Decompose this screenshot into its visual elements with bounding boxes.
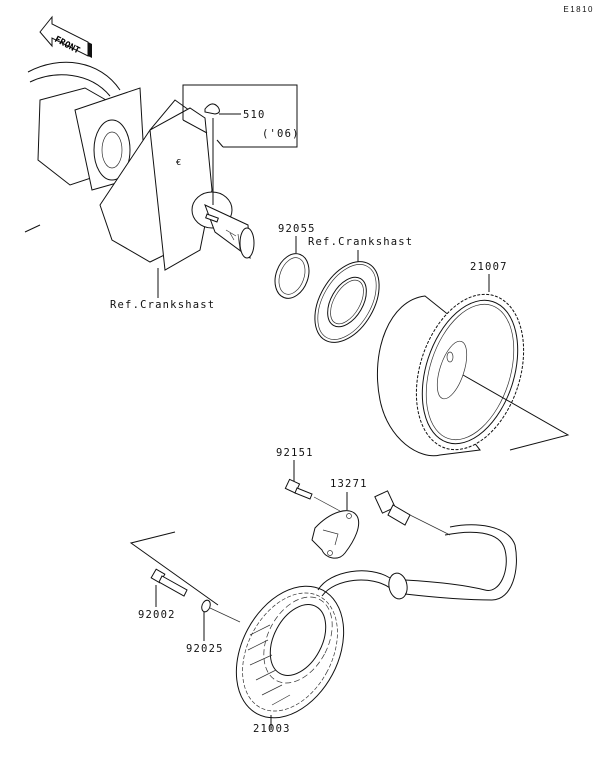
callout-ref-crankshaft-seal: Ref.Crankshast (308, 236, 414, 248)
washer-92025 (201, 599, 241, 641)
bolt-92151 (284, 460, 341, 512)
woodruff-key (204, 103, 220, 115)
callout-92151: 92151 (276, 447, 314, 459)
front-arrow-icon: FRONT (39, 15, 92, 58)
bolt-92002 (150, 568, 188, 607)
callout-510-note: ('06) (262, 128, 300, 140)
callout-ref-crankshaft: Ref.Crankshast (110, 299, 216, 311)
callout-92025: 92025 (186, 643, 224, 655)
key-510-box (182, 84, 298, 205)
callout-510: 510 (243, 109, 266, 121)
callout-92002: 92002 (138, 609, 176, 621)
callout-21007: 21007 (470, 261, 508, 273)
callout-92055: 92055 (278, 223, 316, 235)
plate-13271 (311, 492, 360, 559)
o-ring-92055 (274, 236, 310, 299)
callout-13271: 13271 (330, 478, 368, 490)
assembly-guide-line (129, 531, 219, 606)
rotor-21007 (376, 274, 570, 457)
stator-21003 (235, 490, 517, 730)
diagram-code: E1810 (563, 5, 594, 14)
callout-21003: 21003 (253, 723, 291, 735)
oil-seal (314, 250, 380, 343)
crankshaft: € (24, 61, 255, 298)
svg-text:€: € (176, 158, 181, 167)
